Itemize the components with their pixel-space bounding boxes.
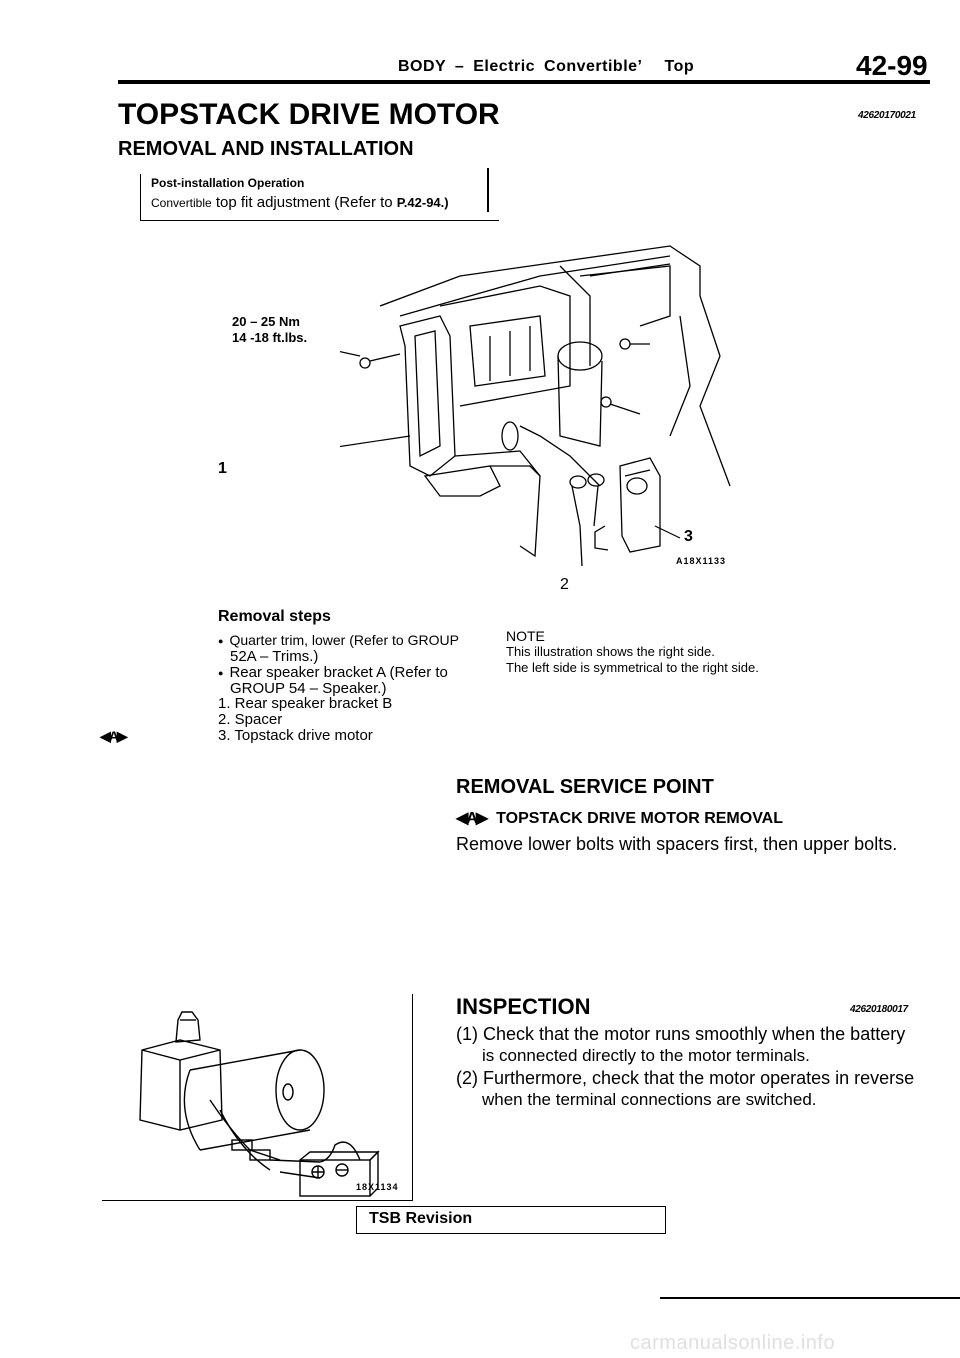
- box-bar: [487, 168, 489, 212]
- removal-step-3: 3. Topstack drive motor: [218, 727, 373, 744]
- service-marker-a: ◀A▶: [100, 728, 128, 744]
- inspection-line-2: is connected directly to the motor termi…: [482, 1046, 810, 1065]
- tsb-revision-box: TSB Revision: [356, 1206, 666, 1234]
- removal-step-quarter-trim: ● Quarter trim, lower (Refer to GROUP: [218, 632, 459, 648]
- service-point-text: Remove lower bolts with spacers first, t…: [456, 834, 898, 854]
- inspection-code: 42620180017: [850, 1004, 908, 1015]
- service-point-title: REMOVAL SERVICE POINT: [456, 776, 714, 798]
- header-dash: –: [454, 58, 465, 75]
- torque-ftlbs: 14 -18 ft.lbs.: [232, 330, 308, 345]
- service-marker: ◀A▶: [456, 810, 488, 827]
- inspection-line-4: when the terminal connections are switch…: [482, 1090, 817, 1109]
- inspection-line-3: (2) Furthermore, check that the motor op…: [456, 1068, 915, 1088]
- post-installation-prefix: Convertible: [151, 196, 212, 210]
- service-point-subtitle: ◀A▶ TOPSTACK DRIVE MOTOR REMOVAL: [456, 808, 783, 828]
- page-title: TOPSTACK DRIVE MOTOR: [118, 98, 500, 131]
- note-label: NOTE: [506, 628, 545, 644]
- callout-2: 2: [560, 576, 569, 593]
- removal-step-quarter-trim-cont: 52A – Trims.): [230, 648, 319, 665]
- post-installation-ref[interactable]: P.42-94.): [396, 195, 449, 210]
- note-block: NOTE This illustration shows the right s…: [506, 628, 759, 676]
- section-code: 42620170021: [858, 110, 916, 121]
- bullet-icon: ●: [218, 668, 224, 679]
- removal-step-speaker-bracket-a-cont: GROUP 54 – Speaker.): [230, 680, 387, 697]
- callout-1: 1: [218, 460, 227, 477]
- figure1-code: A18X1133: [676, 556, 727, 566]
- note-line-1: This illustration shows the right side.: [506, 644, 715, 659]
- header-rule: [118, 80, 930, 84]
- torque-spec: 20 – 25 Nm 14 -18 ft.lbs.: [232, 314, 307, 346]
- post-installation-title: Post-installation Operation: [151, 176, 305, 190]
- step-text: Quarter trim, lower (Refer to GROUP: [229, 632, 459, 648]
- inspection-title: INSPECTION: [456, 994, 591, 1019]
- page-number: 42-99: [856, 50, 928, 81]
- running-header: BODY – Electric Convertible’ Top: [398, 58, 694, 76]
- figure2-code: 18X1134: [356, 1182, 399, 1192]
- removal-step-1: 1. Rear speaker bracket B: [218, 695, 393, 712]
- post-installation-body: top fit adjustment (Refer to: [215, 194, 393, 211]
- service-subtitle-text: TOPSTACK DRIVE MOTOR REMOVAL: [496, 810, 783, 827]
- figure2-frame: [102, 994, 413, 1201]
- removal-step-speaker-bracket-a: ● Rear speaker bracket A (Refer to: [218, 664, 448, 681]
- section-subtitle: REMOVAL AND INSTALLATION: [118, 138, 414, 160]
- post-installation-box: Post-installation Operation Convertible …: [140, 168, 499, 221]
- header-body: BODY: [398, 58, 446, 75]
- removal-step-2: 2. Spacer: [218, 711, 283, 728]
- motor-battery-test-diagram: [139, 1011, 380, 1197]
- callout-3: 3: [684, 528, 693, 545]
- header-top: Top: [664, 58, 695, 75]
- inspection-line-1: (1) Check that the motor runs smoothly w…: [456, 1024, 906, 1044]
- motor-installation-diagram: [340, 245, 731, 567]
- footer-rule: [660, 1297, 960, 1299]
- post-installation-text: Convertible top fit adjustment (Refer to…: [151, 194, 449, 211]
- header-electric: Electric: [473, 58, 536, 75]
- note-line-2: The left side is symmetrical to the righ…: [506, 660, 759, 675]
- step-text: Rear speaker bracket A (Refer to: [229, 664, 448, 681]
- torque-nm: 20 – 25 Nm: [232, 314, 300, 329]
- header-convertible: Convertible’: [544, 58, 642, 75]
- tsb-revision-label: TSB Revision: [369, 1210, 473, 1227]
- removal-steps-title: Removal steps: [218, 608, 331, 625]
- bullet-icon: ●: [218, 636, 224, 647]
- watermark: carmanualsonline.info: [630, 1332, 836, 1354]
